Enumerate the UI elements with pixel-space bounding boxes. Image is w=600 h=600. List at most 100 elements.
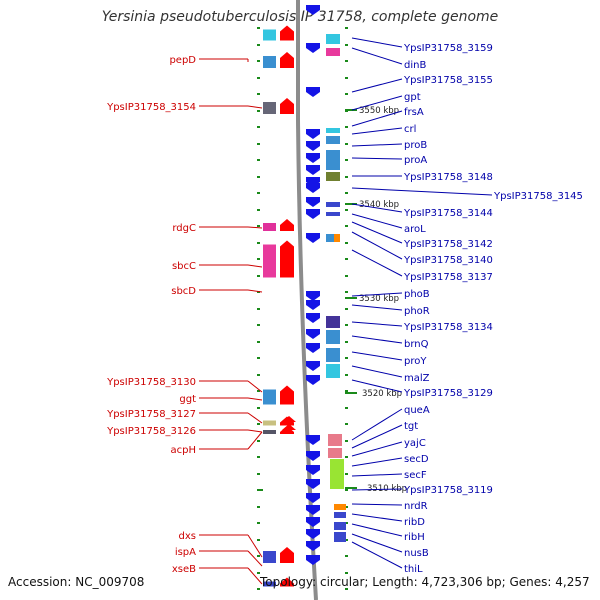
- scale-tick-right: [345, 27, 348, 29]
- gene-box-left: [263, 223, 276, 231]
- scale-tick-right: [345, 390, 348, 392]
- leader-line: [247, 105, 263, 109]
- scale-label: 3520 kbp: [362, 389, 402, 399]
- scale-tick-left: [257, 572, 260, 574]
- scale-label: 3550 kbp: [359, 106, 399, 116]
- gene-label-left: acpH: [171, 445, 197, 456]
- scale-tick-left: [257, 539, 260, 541]
- gene-box-right: [326, 150, 340, 170]
- leader-line: [351, 533, 403, 553]
- scale-tick-right: [345, 159, 348, 161]
- leader-line: [351, 321, 403, 327]
- scale-tick-right: [345, 275, 348, 277]
- scale-tick-right: [345, 522, 348, 524]
- leader-line: [247, 567, 263, 585]
- leader-line: [351, 365, 403, 378]
- leader-line: [351, 292, 403, 297]
- leader-line: [351, 503, 403, 506]
- gene-label-left: YpsIP31758_3130: [106, 377, 196, 388]
- leader-line: [351, 473, 403, 477]
- leader-line: [351, 488, 403, 491]
- scale-tick-right: [345, 555, 348, 557]
- gene-arrow-right: [306, 153, 320, 163]
- gene-box-right: [326, 128, 340, 133]
- gene-box-left: [263, 29, 276, 41]
- gene-arrow-right: [306, 300, 320, 310]
- leader-line: [247, 380, 263, 393]
- gene-arrow-right: [306, 313, 320, 323]
- gene-box-left: [263, 102, 276, 114]
- scale-tick-right: [345, 291, 348, 293]
- gene-label-right: malZ: [404, 373, 430, 384]
- gene-arrow-right: [306, 233, 320, 243]
- scale-tick-right: [345, 225, 348, 227]
- gene-label-left: YpsIP31758_3126: [106, 426, 196, 437]
- gene-box-right: [326, 34, 340, 44]
- scale-tick-left: [257, 390, 260, 392]
- gene-label-right: YpsIP31758_3144: [403, 208, 493, 219]
- leader-line: [247, 534, 263, 558]
- gene-arrow-right: [306, 375, 320, 385]
- gene-arrow-left: [280, 219, 294, 231]
- gene-label-right: YpsIP31758_3159: [403, 43, 493, 54]
- gene-label-right: YpsIP31758_3142: [403, 239, 493, 250]
- scale-tick-right: [345, 588, 348, 590]
- scale-tick-left: [257, 308, 260, 310]
- gene-label-right: nusB: [404, 548, 429, 559]
- gene-box-right: [334, 234, 340, 242]
- gene-box-left: [263, 389, 276, 405]
- gene-box-left: [263, 551, 276, 563]
- leader-line: [247, 412, 263, 424]
- scale-major-tick: [345, 487, 357, 489]
- scale-tick-left: [257, 440, 260, 442]
- leader-line: [351, 441, 403, 457]
- scale-tick-right: [345, 572, 348, 574]
- genome-summary-text: Topology: circular; Length: 4,723,306 bp…: [260, 575, 590, 589]
- scale-major-tick: [345, 203, 357, 205]
- scale-tick-left: [257, 506, 260, 508]
- leader-line: [351, 203, 403, 213]
- scale-tick-right: [345, 308, 348, 310]
- scale-label: 3540 kbp: [359, 200, 399, 210]
- gene-arrow-left: [280, 385, 294, 405]
- gene-label-right: YpsIP31758_3155: [403, 75, 493, 86]
- scale-tick-right: [345, 44, 348, 46]
- gene-box-left: [263, 430, 276, 434]
- gene-arrow-right: [306, 493, 320, 503]
- scale-tick-right: [345, 77, 348, 79]
- gene-box-right: [328, 434, 342, 446]
- leader-line: [351, 304, 403, 311]
- gene-label-right: brnQ: [404, 339, 429, 350]
- scale-tick-left: [257, 192, 260, 194]
- gene-arrow-right: [306, 479, 320, 489]
- gene-label-right: yajC: [404, 438, 426, 449]
- scale-tick-left: [257, 159, 260, 161]
- gene-box-right: [326, 316, 340, 328]
- leader-line: [351, 37, 403, 48]
- gene-box-right: [326, 136, 340, 144]
- gene-arrow-right: [306, 555, 320, 565]
- scale-tick-right: [345, 506, 348, 508]
- gene-label-right: frsA: [404, 107, 424, 118]
- scale-tick-left: [257, 27, 260, 29]
- scale-tick-left: [257, 522, 260, 524]
- leader-line: [351, 213, 403, 229]
- scale-tick-right: [345, 242, 348, 244]
- leader-line: [351, 231, 403, 260]
- scale-tick-left: [257, 357, 260, 359]
- gene-label-right: YpsIP31758_3134: [403, 322, 493, 333]
- scale-tick-right: [345, 489, 348, 491]
- scale-tick-left: [257, 77, 260, 79]
- gene-box-right: [334, 522, 346, 530]
- scale-tick-left: [257, 225, 260, 227]
- leader-line: [351, 187, 493, 196]
- gene-arrow-right: [306, 165, 320, 175]
- gene-arrow-right: [306, 209, 320, 219]
- gene-arrow-right: [306, 141, 320, 151]
- gene-box-right: [334, 512, 346, 518]
- scale-tick-left: [257, 407, 260, 409]
- gene-box-right: [326, 172, 340, 181]
- gene-label-right: thiL: [404, 564, 423, 575]
- gene-box-right: [330, 459, 344, 489]
